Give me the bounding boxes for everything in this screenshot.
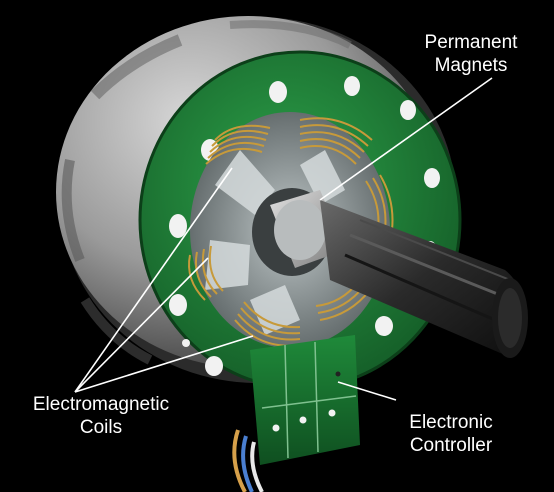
electronic-controller-label: Electronic Controller <box>392 411 510 457</box>
permanent-magnets-label-line1: Permanent <box>424 32 518 53</box>
electromagnetic-coils-label-line2: Coils <box>79 417 123 438</box>
electronic-controller-label-line2: Controller <box>409 435 493 456</box>
rotor-shaft <box>252 188 528 358</box>
permanent-magnets-label: Permanent Magnets <box>412 31 530 77</box>
callout-line-controller <box>337 381 397 401</box>
callout-line-coil-2 <box>74 257 209 393</box>
electromagnetic-coils-label: Electromagnetic Coils <box>14 393 188 439</box>
electronic-controller-label-line1: Electronic <box>409 412 493 433</box>
permanent-magnets-label-line2: Magnets <box>434 55 508 76</box>
electromagnetic-coils-label-line1: Electromagnetic <box>32 394 170 415</box>
callout-lines <box>74 77 493 401</box>
callout-line-coil-3 <box>74 335 254 393</box>
callout-line-coil-1 <box>74 167 233 393</box>
callout-line-magnets <box>319 77 493 201</box>
controller-board <box>232 335 360 492</box>
